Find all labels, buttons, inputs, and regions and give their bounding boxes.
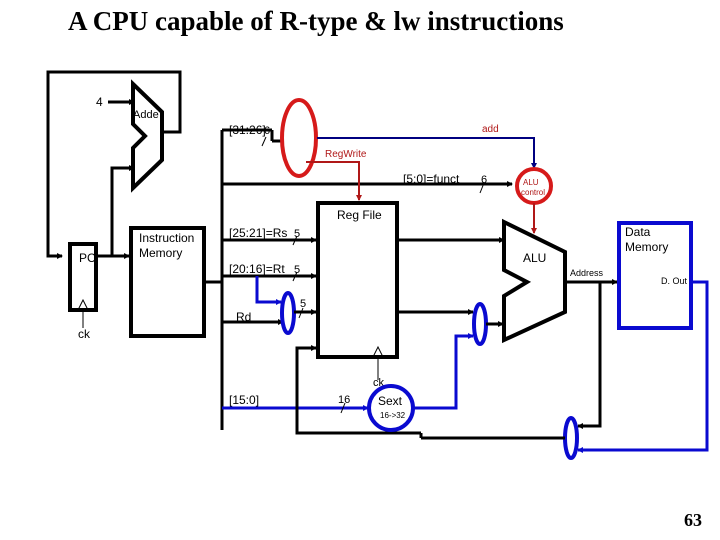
alu-control: ALU control bbox=[515, 167, 553, 205]
instruction-memory-label-2: Memory bbox=[139, 246, 182, 260]
rt-label: [20:16]=Rt bbox=[229, 262, 285, 276]
funct-width-label: 6 bbox=[481, 174, 487, 186]
slide-title: A CPU capable of R-type & lw instruction… bbox=[68, 6, 564, 36]
data-out-label: D. Out bbox=[661, 276, 688, 286]
mem-to-reg-mux bbox=[563, 416, 579, 460]
write-reg-mux bbox=[280, 291, 296, 335]
sign-extend-sub-label: 16->32 bbox=[380, 411, 406, 420]
data-memory-label-2: Memory bbox=[625, 240, 668, 254]
alu-label: ALU bbox=[523, 251, 546, 265]
alu-src-mux bbox=[472, 302, 488, 346]
register-file: Reg File ck bbox=[316, 201, 399, 389]
data-memory-label-1: Data bbox=[625, 225, 651, 239]
sign-extend: Sext 16->32 bbox=[367, 384, 415, 432]
address-label: Address bbox=[570, 268, 604, 278]
imm-width-label: 16 bbox=[338, 394, 350, 406]
rd-label: Rd bbox=[236, 310, 251, 324]
write-reg-width-label: 5 bbox=[300, 298, 306, 310]
data-memory: Data Memory D. Out bbox=[617, 221, 693, 330]
adder-label: Adde bbox=[133, 109, 159, 121]
pc-register: PC ck bbox=[68, 242, 98, 341]
pc-loop-wires bbox=[46, 70, 182, 259]
pc-label: PC bbox=[79, 251, 96, 265]
pc-clock-label: ck bbox=[78, 327, 91, 341]
funct-label: [5:0]=funct bbox=[403, 172, 460, 186]
instruction-bus bbox=[204, 128, 513, 430]
page-number: 63 bbox=[684, 510, 702, 530]
instruction-memory: Instruction Memory bbox=[129, 226, 206, 338]
sign-extend-label: Sext bbox=[378, 394, 403, 408]
instruction-memory-label-1: Instruction bbox=[139, 231, 194, 245]
alu-control-label-2: control bbox=[521, 188, 545, 197]
opcode-label: [31:26] bbox=[229, 123, 266, 137]
pc-adder: Adde bbox=[131, 79, 164, 193]
adder-const-label: 4 bbox=[96, 95, 103, 109]
alu-control-label-1: ALU bbox=[523, 178, 539, 187]
rt-width-label: 5 bbox=[294, 264, 300, 276]
reg-file-clock-label: ck bbox=[373, 377, 385, 389]
add-signal-label: add bbox=[482, 124, 499, 135]
rs-label: [25:21]=Rs bbox=[229, 226, 287, 240]
rs-width-label: 5 bbox=[294, 228, 300, 240]
alu: ALU bbox=[502, 218, 567, 344]
opcode-width-label: 6 bbox=[264, 125, 270, 137]
reg-file-label: Reg File bbox=[337, 208, 382, 222]
regwrite-label: RegWrite bbox=[325, 149, 367, 160]
imm-label: [15:0] bbox=[229, 393, 259, 407]
control-unit bbox=[280, 98, 318, 178]
